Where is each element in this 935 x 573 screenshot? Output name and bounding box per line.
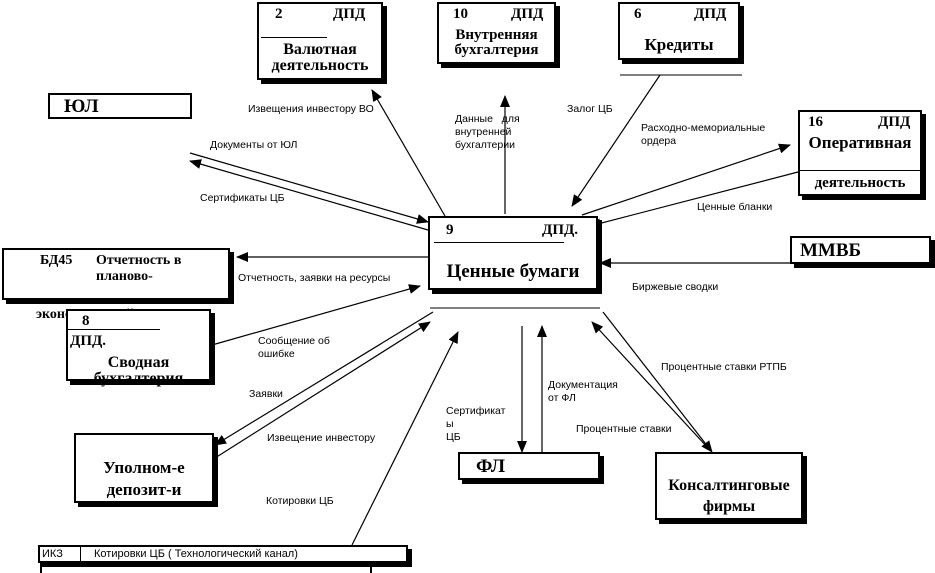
store-internal-number: 10 [453,6,468,22]
store-credits-tag: ДПД [694,6,727,22]
label-internal-data: Данные для внутренней бухгалтерии [455,113,520,152]
label-investor-notice-currency: Извещения инвестору ВО [248,103,374,115]
label-certificates: Сертификаты ЦБ [200,192,285,204]
label-rates: Процентные ставки [576,423,672,435]
store-currency-title: Валютная деятельность [271,41,369,74]
external-mmvb-label: ММВБ [800,240,862,261]
flow-arrow-rates [602,311,713,453]
flow-arrow-blanks [589,171,799,229]
store-credits-number: 6 [634,6,642,22]
store-summary-title: Сводная бухгалтерия [93,354,184,387]
process-rule [434,242,564,243]
external-iks-code: ИКЗ [42,548,63,560]
external-iks-divider [80,547,81,563]
external-iks[interactable]: ИКЗ Котировки ЦБ ( Технологический канал… [38,545,408,563]
external-planning-title: Отчетность в планово- [96,253,182,284]
label-yul-docs: Документы от ЮЛ [210,139,298,151]
label-cert-fl: Сертификат ы ЦБ [446,405,506,444]
flow-arrow-pledge [571,74,661,207]
process-number: 9 [446,222,454,238]
external-iks-extension-2 [370,561,372,573]
flow-arrow-rates-rtpb [591,321,709,449]
label-reports: Отчетность, заявки на ресурсы [238,272,391,284]
label-investor-notice: Извещение инвестору [267,432,376,444]
label-blanks: Ценные бланки [697,201,773,213]
label-docs-fl: Документация от ФЛ [548,379,618,405]
external-depository-label: Уполном-е депозит-и [103,458,185,500]
store-operational-title: Оперативная [808,133,912,152]
store-summary-number: 8 [82,313,90,329]
process-title: Ценные бумаги [446,261,580,282]
label-pledge: Залог ЦБ [567,103,613,115]
label-requests: Заявки [249,388,283,400]
external-iks-title: Котировки ЦБ ( Технологический канал) [94,548,298,560]
store-operational-tag: ДПД [878,114,911,130]
external-mmvb[interactable]: ММВБ [790,236,931,264]
store-internal-tag: ДПД [511,6,544,22]
label-rates-rtpb: Процентные ставки РТПБ [661,361,787,373]
label-error-msg: Сообщение об ошибке [258,335,330,361]
store-summary-rule [68,329,160,330]
store-currency-tag: ДПД [333,6,366,22]
external-fl[interactable]: ФЛ [458,452,600,480]
flow-arrow-certificates [189,159,429,231]
flow-arrow-requests [214,311,434,446]
store-internal[interactable]: 10 ДПД Внутренняя бухгалтерия [437,2,556,64]
store-operational[interactable]: 16 ДПД Оперативная деятельность [798,110,922,196]
store-currency-number: 2 [275,6,283,22]
store-operational-rule [800,170,920,171]
store-summary-tag: ДПД. [70,333,107,349]
store-internal-title: Внутренняя бухгалтерия [454,27,539,58]
store-credits-title: Кредиты [644,35,714,54]
external-iks-extension [40,561,412,573]
flow-arrow-currency [371,89,446,217]
external-planning-code: БД45 [40,253,73,268]
external-yul-label: ЮЛ [64,96,99,117]
external-depository[interactable]: Уполном-е депозит-и [74,433,214,503]
store-currency-rule [261,37,327,38]
label-quotes: Котировки ЦБ [266,495,334,507]
store-operational-title-2: деятельность [814,175,906,191]
external-fl-label: ФЛ [476,456,506,477]
label-memorial-orders: Расходно-мемориальные ордера [641,122,766,148]
external-consulting-label: Консалтинговые фирмы [668,477,790,515]
label-exchange-reports: Биржевые сводки [632,281,719,293]
flow-arrow-investor [214,321,431,459]
external-consulting[interactable]: Консалтинговые фирмы [655,452,803,520]
store-summary[interactable]: 8 ДПД. Сводная бухгалтерия [66,309,211,387]
store-credits[interactable]: 6 ДПД Кредиты [618,2,740,60]
external-yul[interactable]: ЮЛ [48,93,192,119]
flow-arrow-error [211,284,421,346]
store-operational-number: 16 [808,114,823,130]
flow-arrow-memorial [581,143,791,216]
flow-arrow-yul-docs [189,152,429,224]
external-planning[interactable]: БД45 Отчетность в планово- [2,248,230,300]
store-currency[interactable]: 2 ДПД Валютная деятельность [257,2,383,80]
process-securities[interactable]: 9 ДПД. Ценные бумаги [428,216,598,290]
flow-arrow-quotes [351,331,459,546]
process-tag: ДПД. [542,222,579,238]
